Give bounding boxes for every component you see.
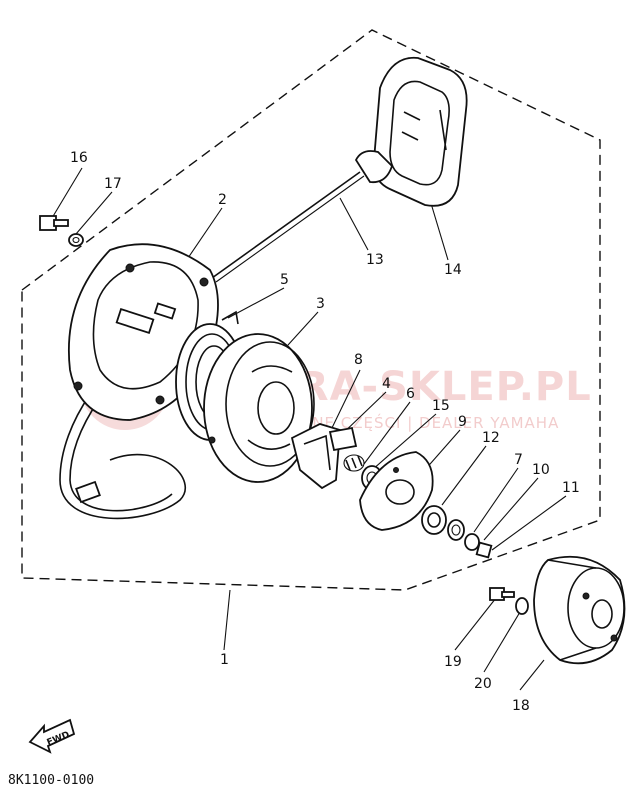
ratchet-pawl xyxy=(290,423,341,490)
callout-19: 19 xyxy=(444,654,462,670)
callout-12: 12 xyxy=(482,430,500,446)
callout-18: 18 xyxy=(512,698,530,714)
callout-4: 4 xyxy=(382,376,391,392)
diagram-code: 8K1100-0100 xyxy=(8,773,94,788)
callout-labels: 1 2 3 4 5 6 7 8 9 10 11 12 13 14 15 16 1… xyxy=(70,150,580,714)
pawl-spring xyxy=(328,426,358,452)
callout-20: 20 xyxy=(474,676,492,692)
spring-washer xyxy=(447,519,465,541)
starter-handle xyxy=(354,56,468,207)
friction-spring xyxy=(343,454,365,472)
callout-6: 6 xyxy=(406,386,415,402)
pulley-bolt xyxy=(489,587,515,601)
center-nut xyxy=(475,541,493,559)
lock-washer xyxy=(464,533,480,551)
callout-3: 3 xyxy=(316,296,325,312)
callout-10: 10 xyxy=(532,462,550,478)
assembly-boundary xyxy=(21,29,601,591)
plain-washer xyxy=(421,505,447,535)
friction-plate xyxy=(359,451,434,531)
callout-1: 1 xyxy=(220,652,229,668)
callout-16: 16 xyxy=(70,150,88,166)
callout-11: 11 xyxy=(562,480,580,496)
callout-15: 15 xyxy=(432,398,450,414)
callout-7: 7 xyxy=(514,452,523,468)
case-washer xyxy=(68,233,84,247)
fwd-arrow-icon: FWD xyxy=(28,718,76,754)
drive-pulley xyxy=(203,333,315,483)
callout-13: 13 xyxy=(366,252,384,268)
callout-2: 2 xyxy=(218,192,227,208)
callout-5: 5 xyxy=(280,272,289,288)
case-bolt xyxy=(39,215,69,231)
callout-8: 8 xyxy=(354,352,363,368)
starter-pulley xyxy=(533,555,626,665)
callout-17: 17 xyxy=(104,176,122,192)
callout-14: 14 xyxy=(444,262,462,278)
callout-9: 9 xyxy=(458,414,467,430)
pulley-washer xyxy=(515,597,529,615)
